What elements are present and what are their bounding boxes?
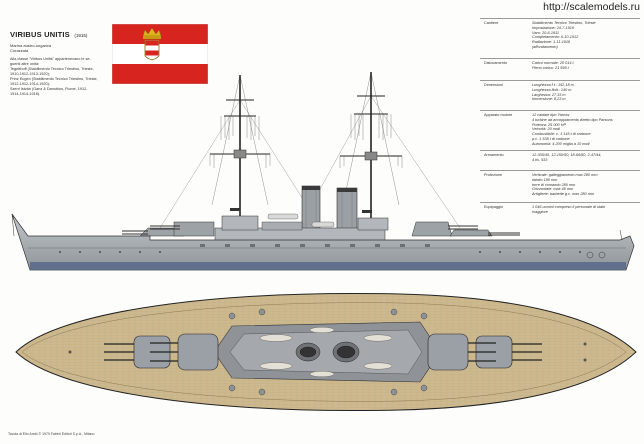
hull-profile <box>11 213 635 271</box>
spec-label: Apparato motore <box>484 113 513 117</box>
description-line: Szent István (Ganz & Danubius, Fiume, 19… <box>10 87 88 91</box>
spec-line: 12-305/45, 12-150/50, 18-66/50, 2-47/44, <box>532 153 602 157</box>
spec-line: Completamento: 6-10-1912 <box>532 35 579 40</box>
spec-row-shipyard: Cantiere Stabilimento Tecnico Triestino,… <box>480 18 640 59</box>
description-line: 1910-1912-1913-1920); <box>10 72 50 76</box>
spec-line: 4 tls. 533 <box>532 157 548 162</box>
crown-icon <box>142 27 162 39</box>
spec-label: Protezione <box>484 173 503 177</box>
spec-value: 12-305/45, 12-150/50, 18-66/50, 2-47/44,… <box>532 153 636 163</box>
spec-value: Lunghezza f.t.: 152,18 m Lunghezza flott… <box>532 83 636 102</box>
spec-line: Lunghezza f.t.: 152,18 m <box>532 83 574 87</box>
superstructure <box>214 208 389 243</box>
description-line: 1912-1912-1914-1920); <box>10 82 50 86</box>
deck-anchor-gear <box>68 342 587 362</box>
spec-line: Radiazione: 1-11-1918 <box>532 40 571 45</box>
spec-label: Armamento <box>484 153 504 157</box>
spec-value: 12 caldaie tipo Yarrow 4 turbine ad acco… <box>532 113 636 147</box>
spec-value: Verticale: galleggiamento max 280 mm rid… <box>532 173 636 197</box>
spec-line: Varo: 20-6-1911 <box>532 30 560 35</box>
ship-type: Corazzata <box>10 48 29 53</box>
anchor-icon <box>586 251 606 259</box>
spec-line: maggiore <box>532 209 548 214</box>
description-line: Tegetthoff (Stabilimento Tecnico Triesti… <box>10 67 94 71</box>
deck-boats <box>259 327 393 378</box>
spec-label: Dimensioni <box>484 83 503 87</box>
spec-line: Impostazione: 24-7-1910 <box>532 25 575 30</box>
ship-description: Alla classe "Viribus Unitis" apparteneva… <box>10 57 105 97</box>
spec-line: Combustibile: c. 1 145 t di carbone <box>532 132 591 137</box>
spec-line: Stabilimento Tecnico Triestino, Trieste <box>532 21 596 25</box>
deck-turrets <box>133 333 513 371</box>
spec-line: 4 turbine ad accoppiamento diretto tipo … <box>532 117 613 122</box>
foremast <box>159 74 321 236</box>
ship-navy: Marina austro-ungarica <box>10 43 52 48</box>
ship-year: (1915) <box>74 33 88 38</box>
spec-label: Cantiere <box>484 21 499 25</box>
deck-funnels <box>295 341 360 363</box>
spec-line: Autonomia: 4 200 miglia a 10 nodi <box>532 141 590 146</box>
deck-superstructure <box>213 321 441 383</box>
spec-line: ridotto 180 mm <box>532 177 558 182</box>
deck-secondary-guns <box>228 308 428 396</box>
spec-row-crew: Equipaggio 1 046 uomini compreso il pers… <box>480 202 640 219</box>
spec-row-armament: Armamento 12-305/45, 12-150/50, 18-66/50… <box>480 150 640 171</box>
description-line: guenti altre unità: <box>10 62 40 66</box>
spec-line: 12 caldaie tipo Yarrow <box>532 113 570 117</box>
spec-line: Verticale: galleggiamento max 280 mm <box>532 173 598 177</box>
funnels <box>301 185 358 239</box>
description-line: Alla classe "Viribus Unitis" apparteneva… <box>10 57 91 61</box>
spec-value: Carico normale: 20 014 t Pieno carico: 2… <box>532 61 636 71</box>
spec-line: Orizzontale: max 48 mm <box>532 187 574 192</box>
plate-credit: Tavola di Elio Andò © 1979 Fabbri Editor… <box>8 432 95 436</box>
spec-line: Lunghezza flott.: 140 m <box>532 87 572 92</box>
spec-line: Immersione: 8,23 m <box>532 97 566 102</box>
spec-line: torre di comando 280 mm <box>532 182 576 187</box>
spec-row-dimensions: Dimensioni Lunghezza f.t.: 152,18 m Lung… <box>480 80 640 111</box>
spec-line: (affondamento) <box>532 44 558 49</box>
profile-guns <box>122 225 520 236</box>
spec-line: Carico normale: 20 014 t <box>532 61 574 65</box>
deck-plan-view <box>15 293 637 411</box>
foremast-aerials <box>209 116 271 168</box>
spec-row-propulsion: Apparato motore 12 caldaie tipo Yarrow 4… <box>480 110 640 151</box>
austro-hungarian-ensign <box>112 24 208 84</box>
source-url: http://scalemodels.ru <box>543 1 640 13</box>
spec-line: p.c. 1 538 t di carbone <box>532 136 570 141</box>
profile-turrets <box>139 221 493 237</box>
spec-line: 1 046 uomini compreso il personale di st… <box>532 205 606 209</box>
spec-line: Artiglierie: barbette g.c. max 280 mm <box>532 192 595 197</box>
spec-line: Velocità: 20 nodi <box>532 127 560 132</box>
spec-line: Potenza: 25 000 HP <box>532 122 566 127</box>
mainmast-aerials <box>339 114 403 168</box>
spec-row-displacement: Dislocamento Carico normale: 20 014 t Pi… <box>480 58 640 81</box>
spec-line: Pieno carico: 21 595 t <box>532 65 569 70</box>
spec-label: Equipaggio <box>484 205 504 209</box>
shield-icon <box>144 39 160 60</box>
spec-line: Larghezza: 27,33 m <box>532 92 566 97</box>
mainmast <box>299 71 461 236</box>
spec-label: Dislocamento <box>484 61 508 65</box>
ship-title: VIRIBUS UNITIS (1915) <box>10 24 105 42</box>
description-line: Prinz Eugen (Stabilimento Tecnico Triest… <box>10 77 98 81</box>
ship-title-block: VIRIBUS UNITIS (1915) Marina austro-unga… <box>10 24 105 97</box>
deck-turret-guns <box>104 342 542 362</box>
description-line: 1914-1914-1918). <box>10 92 41 96</box>
ship-name: VIRIBUS UNITIS <box>10 30 70 39</box>
spec-value: Stabilimento Tecnico Triestino, Trieste … <box>532 21 636 50</box>
spec-value: 1 046 uomini compreso il personale di st… <box>532 205 636 215</box>
spec-row-protection: Protezione Verticale: galleggiamento max… <box>480 170 640 203</box>
